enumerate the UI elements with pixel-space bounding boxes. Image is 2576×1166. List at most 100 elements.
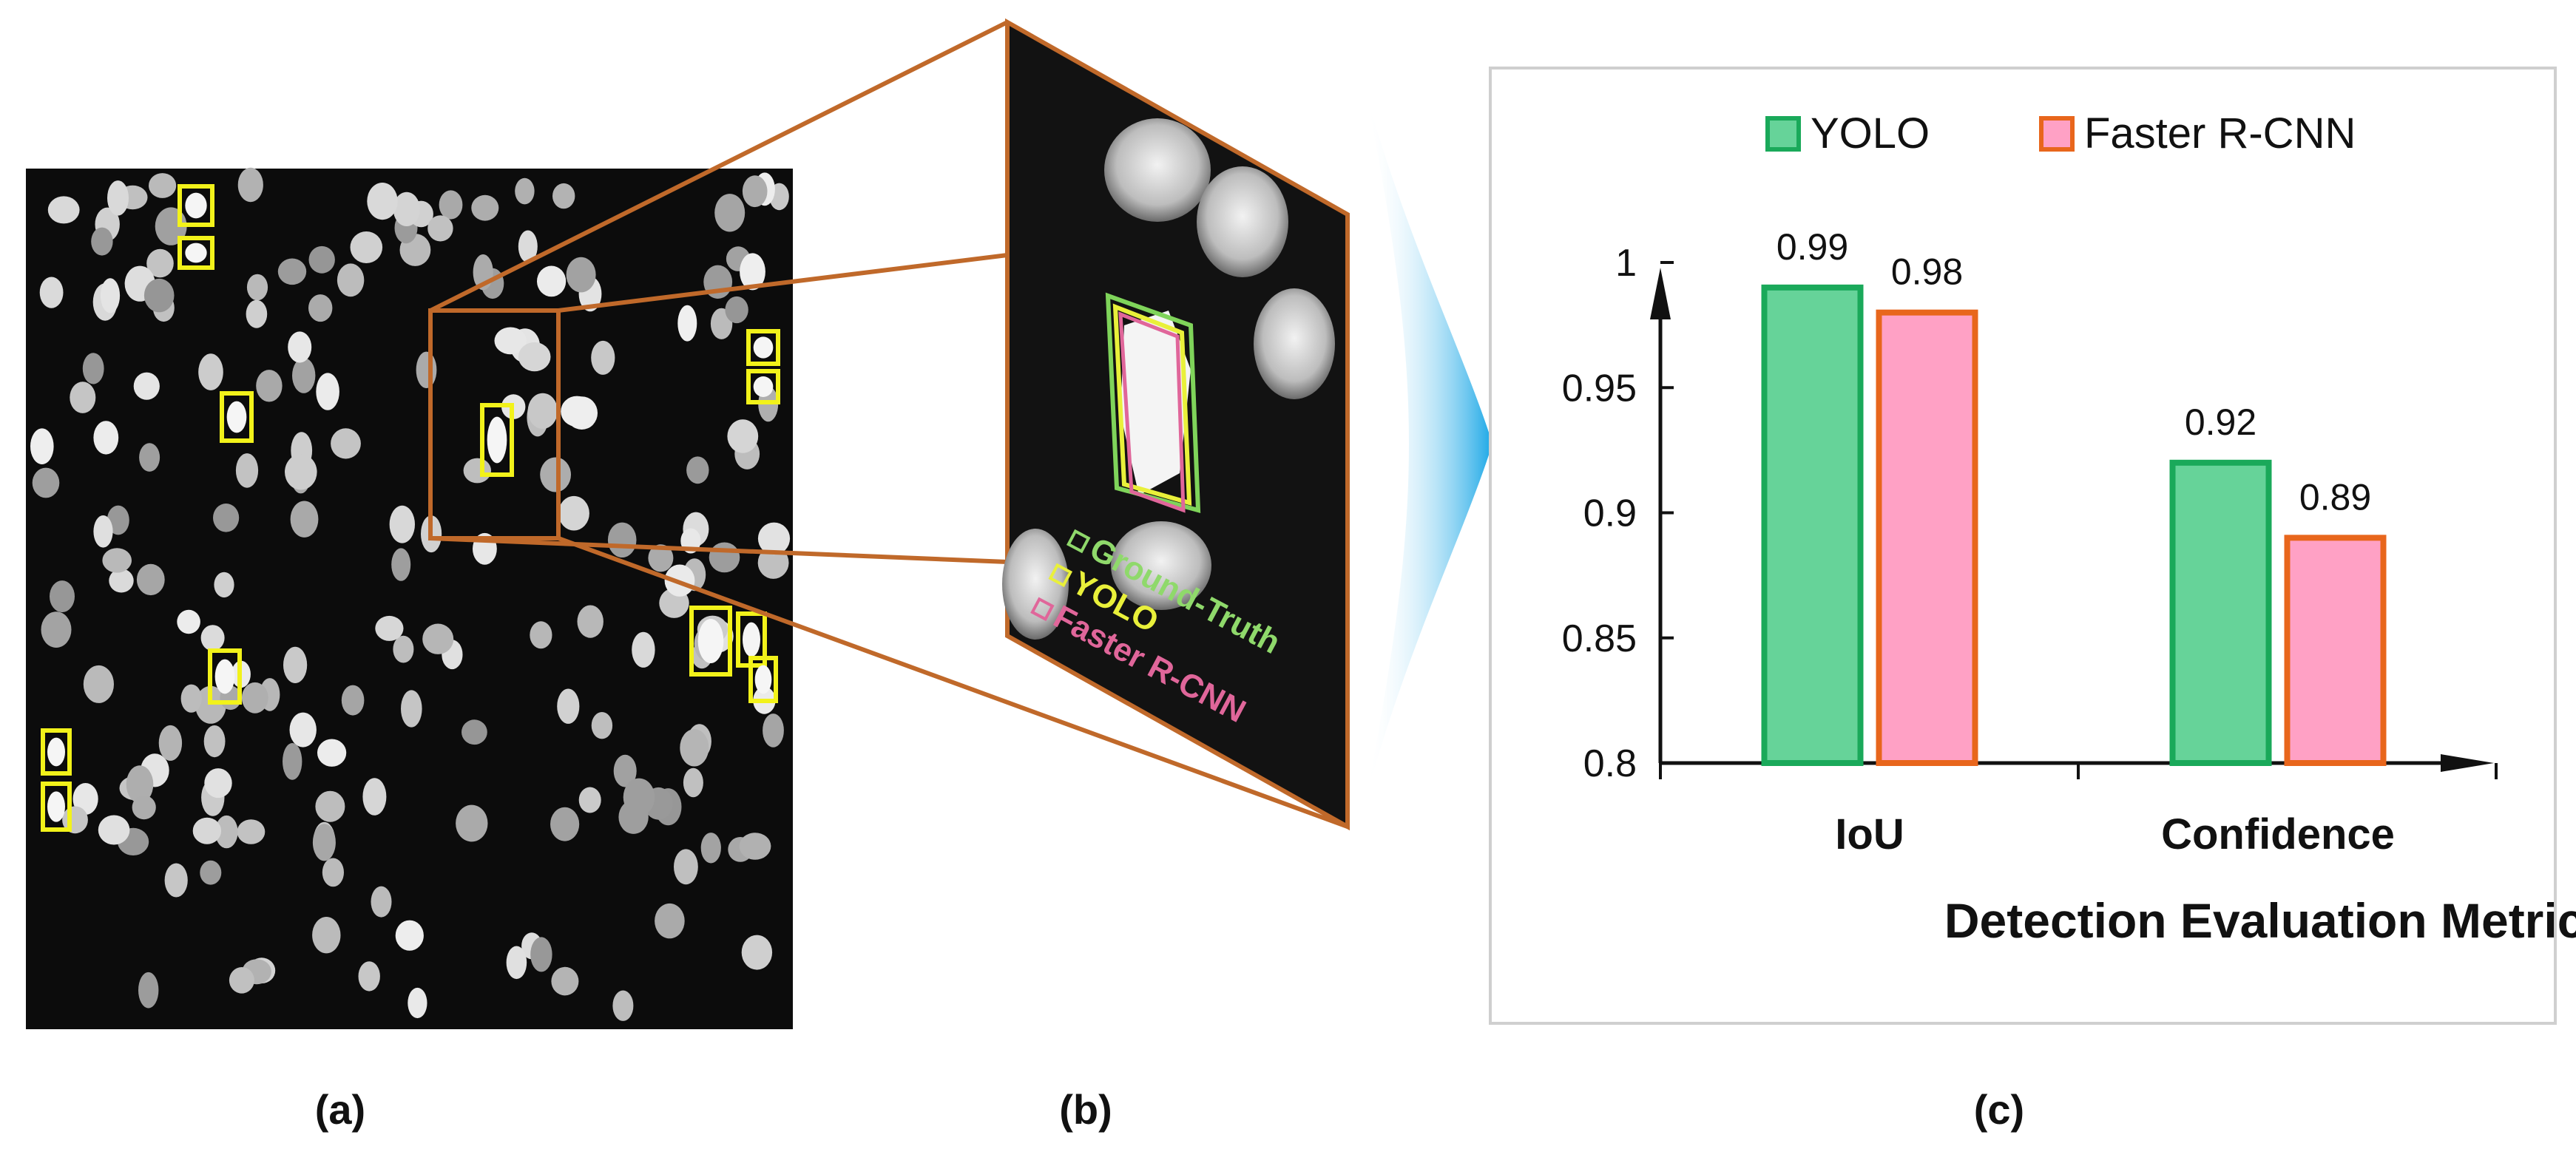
detection-box	[41, 782, 72, 832]
nucleus	[91, 227, 113, 256]
nucleus	[401, 690, 422, 728]
nucleus	[558, 495, 589, 531]
nucleus	[655, 903, 685, 939]
nucleus	[686, 456, 709, 484]
ground-truth-box	[1105, 292, 1201, 513]
y-tick-label: 1	[1615, 242, 1637, 285]
nucleus	[439, 190, 463, 220]
detection-box	[689, 606, 732, 677]
nucleus	[518, 342, 551, 372]
nucleus	[290, 501, 319, 538]
nucleus	[456, 804, 488, 842]
nucleus	[341, 685, 365, 716]
nucleus	[648, 544, 674, 572]
zoom-region-box	[428, 308, 561, 540]
nucleus	[195, 685, 226, 724]
nucleus	[632, 631, 655, 668]
nucleus	[550, 807, 580, 841]
nucleus	[393, 635, 414, 663]
y-tick-label: 0.85	[1562, 617, 1637, 660]
nucleus	[312, 824, 336, 861]
nucleus	[180, 684, 202, 713]
legend-swatch	[1765, 116, 1801, 152]
nucleus	[393, 191, 420, 226]
nucleus	[237, 167, 263, 203]
detected-nucleus	[487, 416, 507, 464]
nucleus	[530, 937, 552, 972]
nucleus	[322, 858, 344, 887]
nucleus	[389, 505, 415, 543]
detected-nucleus	[226, 401, 247, 433]
detection-box	[480, 403, 514, 477]
x-axis-arrowhead	[2441, 754, 2494, 772]
nucleus	[757, 522, 791, 555]
nucleus	[677, 305, 697, 342]
detection-box	[746, 329, 780, 366]
nucleus	[107, 505, 129, 535]
bar-value-label: 0.92	[2185, 401, 2256, 443]
nucleus	[395, 920, 424, 951]
bars	[1761, 284, 2387, 767]
detection-box	[746, 369, 780, 404]
nucleus	[213, 504, 240, 532]
nucleus	[283, 743, 302, 780]
nucleus	[292, 358, 316, 393]
nucleus	[308, 245, 335, 274]
nucleus	[463, 458, 491, 484]
detected-nucleus	[185, 192, 207, 219]
bar-value-label: 0.98	[1891, 251, 1963, 293]
bar	[2169, 459, 2272, 766]
caption-a: (a)	[315, 1086, 365, 1133]
nucleus	[530, 621, 552, 649]
nucleus	[289, 712, 317, 748]
panel-b-inset: Ground-Truth YOLO Faster R-CNN	[1002, 18, 1350, 831]
nucleus	[93, 421, 119, 455]
bar-value-labels: 0.990.980.920.89	[1777, 226, 2371, 518]
nucleus	[561, 396, 593, 427]
nucleus	[540, 457, 571, 492]
detection-box	[178, 184, 214, 227]
nucleus	[109, 569, 134, 593]
detected-nucleus	[214, 659, 235, 694]
arrow-shape	[1367, 96, 1492, 795]
x-tick-label: IoU	[1835, 810, 1904, 858]
nucleus	[98, 815, 130, 845]
detection-box	[208, 648, 242, 705]
nucleus	[683, 767, 703, 798]
nucleus	[557, 688, 580, 724]
nucleus	[200, 625, 225, 651]
bar	[1876, 309, 1978, 766]
detection-boxes	[41, 184, 780, 832]
detected-nucleus	[185, 243, 207, 263]
yolo-box	[1112, 303, 1192, 506]
nucleus	[107, 180, 129, 216]
nucleus	[623, 778, 655, 816]
nucleus	[312, 917, 341, 954]
detected-nucleus	[47, 791, 65, 822]
nucleus	[283, 646, 308, 684]
detected-nucleus	[753, 376, 774, 397]
nucleus	[566, 257, 596, 293]
panel-a-microscopy	[26, 167, 793, 1029]
nucleus	[30, 428, 54, 464]
nucleus	[241, 682, 268, 714]
nucleus	[149, 173, 177, 198]
nucleus	[256, 370, 283, 402]
nucleus	[70, 382, 96, 413]
nucleus	[742, 175, 768, 208]
nucleus	[727, 419, 759, 453]
legend-label: YOLO	[1811, 109, 1930, 157]
nucleus	[158, 725, 183, 761]
nucleus	[192, 817, 222, 844]
nucleus	[537, 265, 567, 297]
nucleus	[32, 467, 60, 498]
nucleus	[371, 886, 392, 918]
y-tick-label: 0.95	[1562, 367, 1637, 410]
detected-nucleus	[754, 665, 772, 694]
nucleus	[527, 393, 558, 429]
chart-frame	[1489, 67, 2557, 1025]
nucleus	[763, 714, 784, 748]
